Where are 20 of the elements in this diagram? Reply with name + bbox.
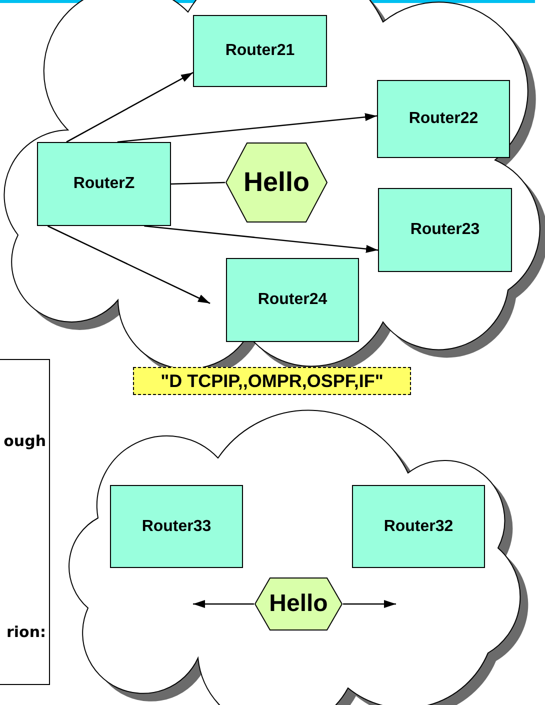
panel-text: ough [4,431,46,452]
router-box: Router32 [352,485,485,568]
arrow [66,72,194,143]
router-box: Router24 [226,258,359,342]
text-panel [0,359,50,685]
note-box: "D TCPIP,,OMPR,OSPF,IF" [133,367,411,395]
router-box: RouterZ [37,142,171,226]
hexagon-label: Hello [243,166,310,200]
router-box: Router22 [377,80,510,158]
hexagon-label: Hello [269,589,328,619]
arrow [193,600,254,608]
panel-text: rion: [6,622,46,643]
router-box: Router33 [110,485,243,568]
router-box: Router21 [193,15,327,87]
arrow [117,113,378,143]
arrow [343,600,396,608]
arrow [47,225,210,304]
arrow [144,225,378,253]
connector-line [170,182,226,185]
router-box: Router23 [378,188,512,272]
